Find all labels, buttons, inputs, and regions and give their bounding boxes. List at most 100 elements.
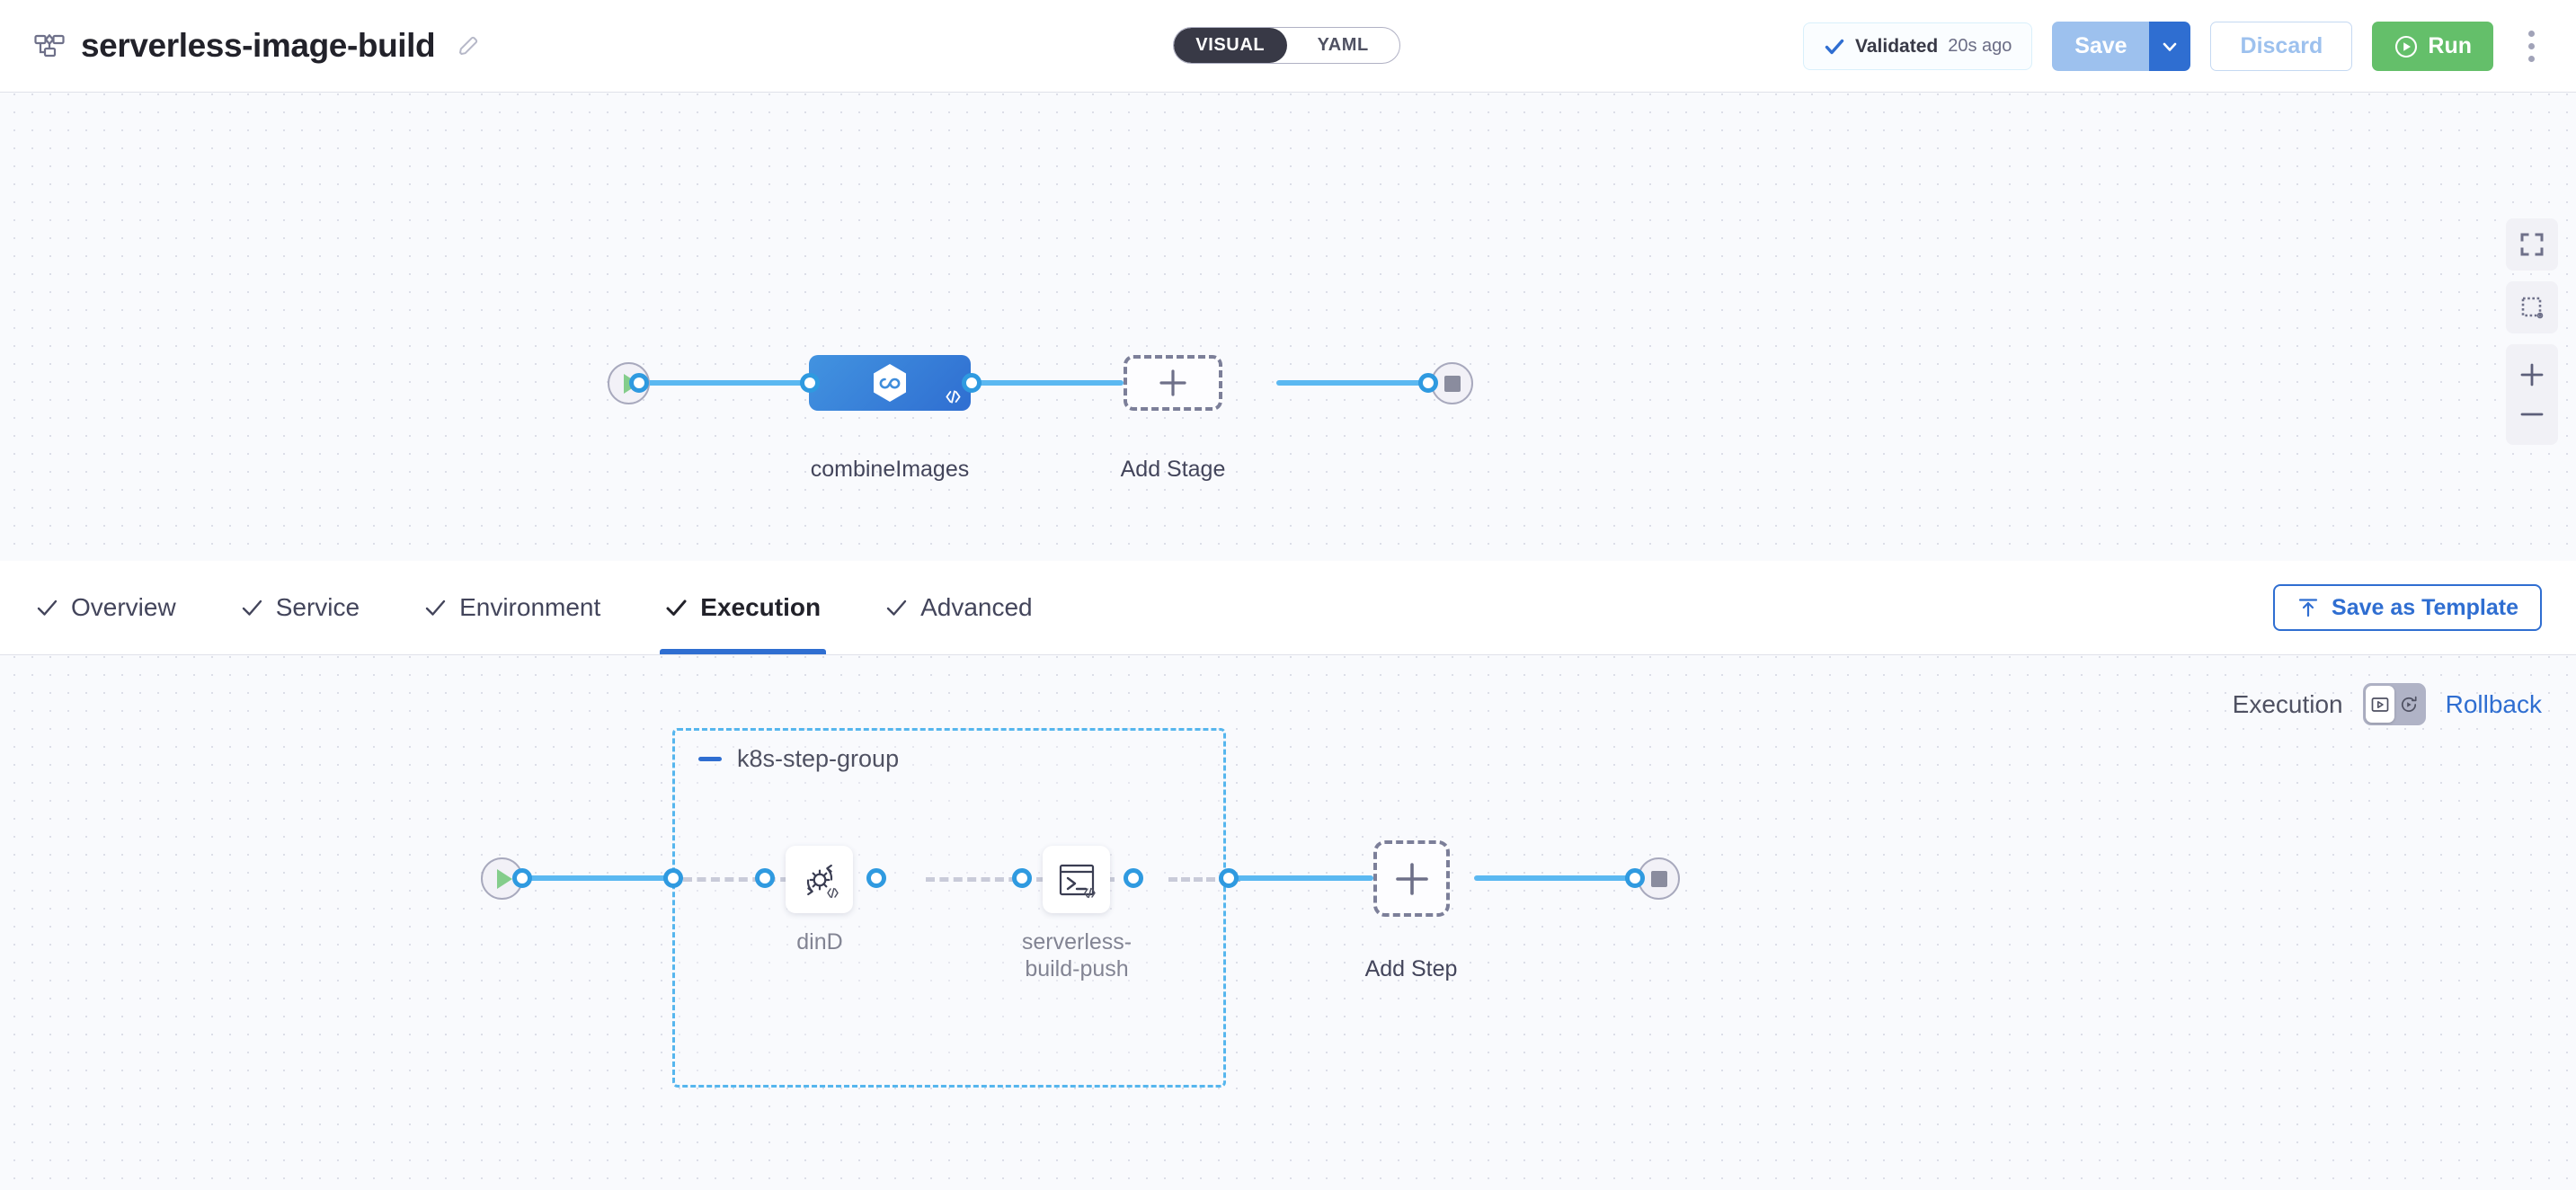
edge-addstage-to-end bbox=[1276, 380, 1429, 386]
port-exec-end-in[interactable] bbox=[1625, 868, 1645, 888]
plus-icon bbox=[1159, 369, 1186, 396]
check-icon bbox=[425, 599, 446, 616]
plus-icon bbox=[1395, 862, 1428, 895]
port-group-in[interactable] bbox=[663, 868, 683, 888]
validated-timestamp: 20s ago bbox=[1948, 36, 2012, 56]
edge-addstep-to-end bbox=[1474, 875, 1636, 881]
header-left-group: serverless-image-build bbox=[0, 27, 480, 65]
add-stage-label: Add Stage bbox=[1120, 457, 1226, 482]
zoom-in-icon[interactable] bbox=[2518, 361, 2545, 388]
check-icon bbox=[242, 599, 262, 616]
stage-node-label: combineImages bbox=[810, 457, 970, 482]
edge-build-to-groupout bbox=[1168, 877, 1240, 882]
stop-icon bbox=[1650, 870, 1667, 887]
zoom-controls[interactable] bbox=[2506, 344, 2558, 445]
header-actions: Validated 20s ago Save Discard Run bbox=[1803, 0, 2549, 93]
fit-to-screen-icon bbox=[2520, 233, 2544, 256]
edge-stage-to-addstage bbox=[971, 380, 1124, 386]
execution-label: Execution bbox=[2232, 689, 2343, 718]
add-step-button[interactable] bbox=[1373, 840, 1450, 917]
app-header: serverless-image-build VISUAL YAML Valid… bbox=[0, 0, 2576, 93]
execution-canvas[interactable]: Execution Rollback k8s-step-group bbox=[0, 655, 2576, 1190]
play-circle-icon bbox=[2395, 35, 2418, 58]
step-group-title: k8s-step-group bbox=[737, 745, 900, 772]
tab-overview[interactable]: Overview bbox=[36, 561, 176, 654]
tab-execution-label: Execution bbox=[700, 593, 822, 621]
port-build-out[interactable] bbox=[1124, 868, 1143, 888]
port-start-out[interactable] bbox=[629, 373, 649, 393]
edge-group-to-addstep bbox=[1230, 875, 1373, 881]
kebab-menu-icon[interactable] bbox=[2513, 22, 2549, 71]
edge-start-to-group bbox=[521, 875, 683, 881]
gear-rotate-icon bbox=[806, 864, 839, 898]
stage-canvas[interactable]: combineImages Add Stage bbox=[0, 93, 2576, 561]
add-step-label: Add Step bbox=[1364, 956, 1458, 981]
step-node-dind[interactable] bbox=[786, 846, 853, 913]
tab-advanced[interactable]: Advanced bbox=[885, 561, 1033, 654]
stop-icon bbox=[1443, 375, 1461, 392]
check-icon bbox=[1825, 39, 1844, 54]
run-button[interactable]: Run bbox=[2372, 22, 2493, 71]
code-brackets-icon bbox=[826, 887, 839, 898]
marquee-select-button[interactable] bbox=[2506, 281, 2558, 333]
add-stage-button[interactable] bbox=[1124, 355, 1222, 411]
minus-icon[interactable] bbox=[698, 757, 722, 761]
tab-service[interactable]: Service bbox=[241, 561, 360, 654]
stage-node-combineimages[interactable] bbox=[809, 355, 971, 411]
check-icon bbox=[37, 599, 58, 616]
port-group-out[interactable] bbox=[1219, 868, 1239, 888]
upload-template-icon bbox=[2298, 599, 2318, 617]
canvas-controls bbox=[2506, 218, 2558, 445]
tab-environment[interactable]: Environment bbox=[424, 561, 600, 654]
step-node-serverless-build-push[interactable] bbox=[1043, 846, 1110, 913]
port-end-in[interactable] bbox=[1418, 373, 1438, 393]
ci-infinity-hexagon-icon bbox=[874, 364, 906, 402]
fit-to-screen-button[interactable] bbox=[2506, 218, 2558, 271]
tab-list: Overview Service Environment Execution A… bbox=[0, 561, 1097, 654]
execution-mode-toggle[interactable] bbox=[2362, 683, 2426, 725]
tab-advanced-label: Advanced bbox=[920, 593, 1033, 621]
port-dind-in[interactable] bbox=[755, 868, 775, 888]
mode-visual-tab[interactable]: VISUAL bbox=[1174, 28, 1287, 63]
step-node-build-label: serverless- build-push bbox=[1021, 929, 1133, 981]
visual-yaml-toggle[interactable]: VISUAL YAML bbox=[1173, 27, 1400, 64]
discard-button[interactable]: Discard bbox=[2210, 22, 2353, 71]
play-icon bbox=[496, 868, 512, 889]
execution-play-frame-icon bbox=[2371, 697, 2388, 712]
mode-yaml-tab[interactable]: YAML bbox=[1317, 35, 1369, 55]
port-stage-in[interactable] bbox=[800, 373, 820, 393]
save-dropdown-button[interactable] bbox=[2149, 22, 2191, 71]
zoom-out-icon[interactable] bbox=[2518, 401, 2545, 428]
rollback-mode-button[interactable] bbox=[2394, 686, 2423, 723]
step-group-k8s[interactable]: k8s-step-group bbox=[672, 728, 1226, 1088]
marquee-select-icon bbox=[2521, 297, 2544, 319]
stage-config-tabbar: Overview Service Environment Execution A… bbox=[0, 561, 2576, 655]
port-exec-start-out[interactable] bbox=[512, 868, 532, 888]
tab-overview-label: Overview bbox=[71, 593, 176, 621]
run-label: Run bbox=[2428, 33, 2472, 58]
port-build-in[interactable] bbox=[1012, 868, 1032, 888]
edit-pencil-icon[interactable] bbox=[451, 34, 480, 58]
execution-rollback-switcher: Execution Rollback bbox=[2233, 683, 2542, 725]
rollback-play-icon bbox=[2401, 696, 2417, 712]
tab-service-label: Service bbox=[275, 593, 360, 621]
execution-mode-button[interactable] bbox=[2365, 686, 2394, 723]
tab-environment-label: Environment bbox=[459, 593, 601, 621]
code-brackets-icon bbox=[1083, 887, 1096, 898]
save-button-group[interactable]: Save bbox=[2052, 22, 2191, 71]
port-dind-out[interactable] bbox=[866, 868, 886, 888]
rollback-link[interactable]: Rollback bbox=[2445, 689, 2542, 718]
save-button[interactable]: Save bbox=[2052, 22, 2150, 71]
step-node-dind-label: dinD bbox=[796, 929, 843, 955]
page-title: serverless-image-build bbox=[81, 27, 436, 64]
check-icon bbox=[886, 599, 907, 616]
status-badge: Validated 20s ago bbox=[1803, 22, 2033, 70]
chevron-down-icon bbox=[2163, 42, 2177, 51]
step-group-header: k8s-step-group bbox=[698, 745, 899, 773]
tab-execution[interactable]: Execution bbox=[660, 561, 826, 654]
save-as-template-button[interactable]: Save as Template bbox=[2273, 584, 2542, 631]
terminal-icon bbox=[1059, 864, 1096, 898]
port-stage-out[interactable] bbox=[962, 373, 982, 393]
edge-start-to-stage bbox=[638, 380, 809, 386]
pipeline-icon bbox=[34, 31, 65, 61]
